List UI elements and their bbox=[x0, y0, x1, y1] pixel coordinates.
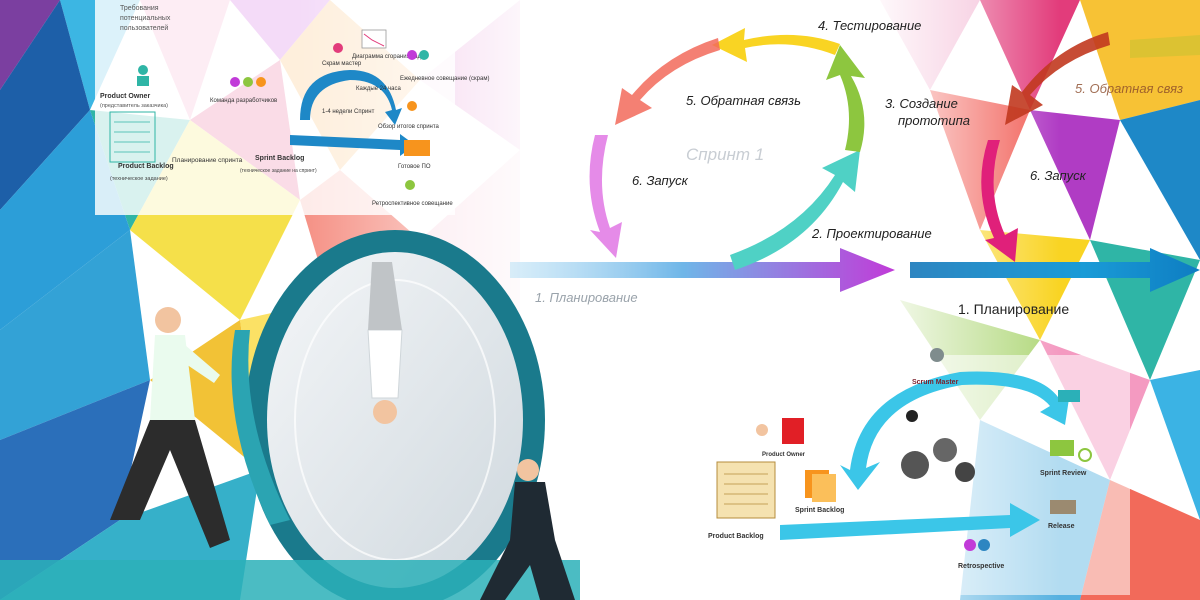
product-owner-book-icon bbox=[782, 418, 804, 444]
team-avatar-2 bbox=[243, 77, 253, 87]
gear-icon-1 bbox=[901, 451, 929, 479]
step3-label-line2: прототипа bbox=[898, 113, 970, 128]
sprint-review-label: Sprint Review bbox=[1040, 470, 1087, 477]
runner-head bbox=[155, 307, 181, 333]
product-owner-figure-icon bbox=[756, 424, 768, 436]
scrum-master-label: Скрам мастер bbox=[322, 61, 362, 67]
product-backlog-sub: (техническое задание) bbox=[110, 176, 168, 182]
right-arrow-feedback bbox=[1005, 32, 1110, 125]
right-cycle bbox=[981, 32, 1200, 262]
runner2-head bbox=[517, 459, 539, 481]
runner-right bbox=[480, 459, 575, 600]
sprint-backlog-sub: (техническое задание на спринт) bbox=[240, 168, 317, 174]
sprint-output-arrow bbox=[290, 134, 415, 156]
team-avatar-1 bbox=[230, 77, 240, 87]
cycle-arrow-prototype bbox=[826, 45, 865, 152]
team-icon bbox=[1058, 390, 1080, 402]
product-owner-label-right: Product Owner bbox=[762, 452, 806, 458]
upside-down-man bbox=[367, 262, 403, 424]
backlog-list bbox=[109, 111, 156, 163]
right-step5-label: 5. Обратная связ bbox=[1075, 81, 1183, 96]
scrum-release-arrow bbox=[780, 503, 1040, 540]
wheel-edge-highlight bbox=[231, 330, 290, 525]
upside-man-head bbox=[373, 400, 397, 424]
review-avatar bbox=[407, 101, 417, 111]
right-step1-label: 1. Планирование bbox=[958, 301, 1069, 317]
sprint-backlog-label-right: Sprint Backlog bbox=[795, 507, 844, 514]
cycle-arrow-testing bbox=[712, 28, 840, 62]
scrum-master-label-right: Scrum Master bbox=[912, 379, 959, 386]
sprint-cycle-labels: Спринт 1 4. Тестирование 5. Обратная свя… bbox=[535, 18, 970, 305]
runner-trousers bbox=[110, 420, 230, 548]
sprint-loop-arrow bbox=[300, 70, 402, 125]
gear-icon-2 bbox=[933, 438, 957, 462]
cycle-arrow-design bbox=[730, 150, 860, 270]
sprint-label: Спринт 1 bbox=[686, 145, 764, 164]
cycle-arrow-launch bbox=[589, 135, 622, 258]
runner-shirt bbox=[150, 335, 195, 420]
retro-avatar-right-1 bbox=[964, 539, 976, 551]
release-label: Release bbox=[1048, 523, 1075, 530]
planning-flow-arrow-right bbox=[910, 248, 1200, 292]
wheel-inner bbox=[267, 252, 523, 588]
daily-avatar-2 bbox=[419, 50, 429, 60]
product-backlog-label-right: Product Backlog bbox=[708, 533, 764, 540]
magnifier-icon bbox=[1078, 448, 1092, 462]
retro-avatar bbox=[405, 180, 415, 190]
gear-icon-3 bbox=[955, 462, 975, 482]
cycle-arrow-feedback bbox=[615, 38, 720, 125]
sprint-backlog-label: Sprint Backlog bbox=[255, 155, 304, 162]
runner-left bbox=[110, 307, 230, 548]
step1-label: 1. Планирование bbox=[535, 290, 638, 305]
sprint-cycle bbox=[589, 28, 865, 270]
upside-man-shirt bbox=[367, 329, 403, 399]
step3-label-line1: 3. Создание bbox=[885, 96, 958, 111]
upside-man-trousers bbox=[368, 262, 402, 330]
scrum-diagram-left: Требования потенциальных пользователей P… bbox=[95, 0, 489, 215]
daily-meeting-label: Ежедневное совещание (скрам) bbox=[400, 76, 489, 82]
product-owner-avatar bbox=[138, 65, 148, 75]
release-box-icon bbox=[1050, 500, 1076, 514]
runner2-suit bbox=[510, 482, 555, 540]
product-backlog-label: Product Backlog bbox=[118, 163, 174, 170]
requirements-line2: потенциальных bbox=[120, 15, 171, 22]
burndown-label: Диаграмма сгорания задач bbox=[352, 54, 427, 60]
daily-label: Каждые 24 часа bbox=[356, 86, 401, 92]
ready-label: Готовое ПО bbox=[398, 164, 431, 170]
right-arrow-testing-tail bbox=[1130, 35, 1200, 58]
runner-silhouette-icon bbox=[906, 410, 918, 422]
planning-flow-arrow-center bbox=[510, 248, 895, 292]
sprint-review-chart-icon bbox=[1050, 440, 1074, 456]
scrum-diagram-right: Scrum Master Product Owner Product Backl… bbox=[708, 348, 1130, 595]
product-owner-sub: (представитель заказчика) bbox=[100, 103, 168, 109]
sprint-planning-label: Планирование спринта bbox=[172, 157, 243, 164]
team-avatar-3 bbox=[256, 77, 266, 87]
retrospective-label: Retrospective bbox=[958, 563, 1004, 570]
step6-label: 6. Запуск bbox=[632, 173, 689, 188]
step2-label: 2. Проектирование bbox=[811, 226, 932, 241]
daily-avatar-1 bbox=[407, 50, 417, 60]
product-backlog-sheet-icon bbox=[716, 461, 776, 519]
step4-label: 4. Тестирование bbox=[818, 18, 921, 33]
product-owner-label: Product Owner bbox=[100, 93, 150, 100]
requirements-line1: Требования bbox=[120, 4, 159, 12]
right-arrow-launch bbox=[981, 140, 1018, 262]
right-cycle-labels: 5. Обратная связ 6. Запуск 1. Планирован… bbox=[958, 81, 1183, 317]
right-step6-label: 6. Запуск bbox=[1030, 168, 1087, 183]
team-label: Команда разработчиков bbox=[210, 98, 277, 104]
scrum-master-avatar bbox=[333, 43, 343, 53]
retro-label: Ретроспективное совещание bbox=[372, 201, 453, 207]
requirements-line3: пользователей bbox=[120, 24, 168, 32]
scrum-master-icon bbox=[930, 348, 944, 362]
ready-software-box bbox=[404, 140, 430, 156]
retro-avatar-right-2 bbox=[978, 539, 990, 551]
review-label: Обзор итогов спринта bbox=[378, 124, 440, 130]
sprint-duration-label: 1-4 недели Спринт bbox=[322, 109, 375, 115]
scrum-loop-arrow bbox=[840, 371, 1070, 490]
step5-label: 5. Обратная связь bbox=[686, 93, 801, 108]
